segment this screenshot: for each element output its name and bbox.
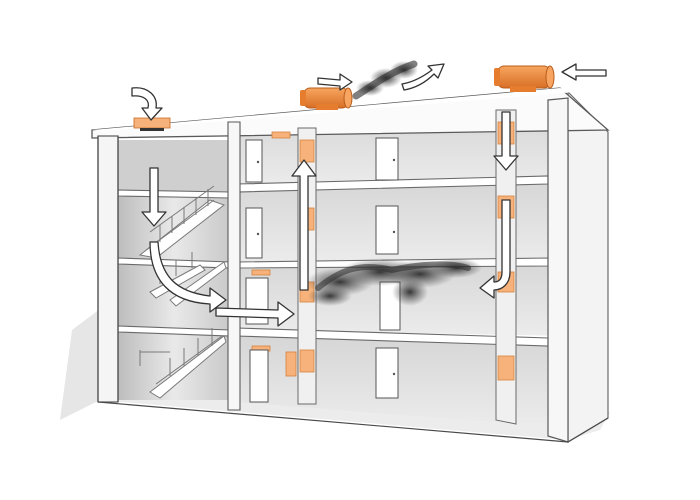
- door-icon: [245, 139, 263, 183]
- arrow-icon: [215, 301, 295, 327]
- supply-fan-icon: [494, 65, 555, 92]
- middle-wall: [227, 121, 241, 411]
- door-icon: [375, 137, 399, 181]
- door-icon: [375, 205, 399, 255]
- smoke-plume: [352, 60, 418, 100]
- arrow-icon: [401, 63, 445, 91]
- right-column: [547, 97, 569, 443]
- airflow-arrows: [131, 63, 607, 327]
- building-outline: [97, 136, 609, 443]
- stairwell-interior: [118, 140, 230, 400]
- air-intake-icon: [133, 117, 171, 131]
- arrow-icon: [149, 241, 227, 313]
- arrow-icon: [141, 167, 167, 227]
- arrow-icon: [493, 111, 519, 171]
- staircase-lower: [139, 328, 227, 399]
- arrow-icon: [131, 87, 163, 121]
- exhaust-fan-icon: [300, 87, 353, 110]
- door-icon: [245, 207, 263, 259]
- arrow-icon: [317, 73, 353, 91]
- ground-shadow: [60, 306, 610, 440]
- door-icon: [249, 349, 269, 403]
- door-handles: [256, 158, 396, 376]
- right-section-interior: [236, 112, 568, 428]
- arrow-icon: [561, 63, 607, 81]
- left-column: [97, 135, 119, 403]
- arrow-icon: [291, 159, 317, 291]
- smoke-icon: [306, 258, 482, 306]
- door-icon: [375, 347, 399, 399]
- building-right-wall: [567, 90, 609, 444]
- arrow-icon: [479, 199, 511, 299]
